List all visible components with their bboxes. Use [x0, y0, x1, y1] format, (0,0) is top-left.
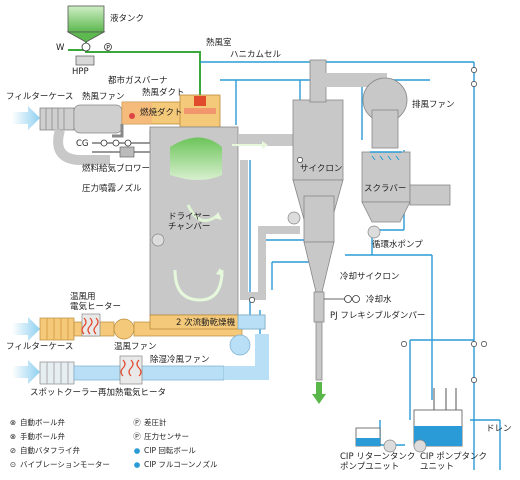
- manual-ball-valve-icon: ⊗: [9, 432, 17, 441]
- label-liquid-tank: 液タンク: [110, 14, 145, 24]
- label-hot-air-fan-top: 熱風ファン: [82, 92, 125, 102]
- label-hot-air-duct: 熱風ダクト: [142, 88, 185, 98]
- label-hot-air-chamber: 熱風室: [206, 38, 232, 48]
- label-dryer-chamber: ドライヤー チャンバー: [168, 212, 211, 232]
- label-cg: CG: [76, 139, 89, 149]
- label-reheat-heater: 再加熱電気ヒータ: [98, 388, 167, 398]
- label-spot-cooler: スポットクーラー: [30, 388, 99, 398]
- label-filter-case-bottom: フィルターケース: [6, 342, 74, 352]
- cooling-cyclone: [303, 195, 335, 381]
- liquid-tank: [66, 5, 106, 50]
- label-scrubber: スクラバー: [364, 184, 407, 194]
- legend-item: ⊙バイブレーションモーター: [9, 460, 110, 469]
- inflow-arrows: [12, 106, 40, 384]
- label-circulation-pump: 循環水ポンプ: [372, 240, 423, 250]
- auto-ball-valve-icon: ⊗: [9, 418, 17, 427]
- exhaust-fan: [362, 77, 408, 149]
- label-w: W: [56, 43, 65, 53]
- label-heater: 温風用 電気ヒーター: [70, 292, 122, 312]
- legend-item: ⊗手動ボール弁: [9, 432, 65, 441]
- cip-rotating-ball-icon: ●: [133, 446, 141, 455]
- secondary-fluid-dryer: [149, 314, 266, 330]
- cip-pump-tank: [413, 388, 463, 453]
- cooling-water-valve: [324, 295, 360, 303]
- label-secondary-dryer: 2 次流動乾燥機: [176, 318, 236, 328]
- scrubber: [361, 151, 451, 239]
- label-filter-case-top: フィルターケース: [6, 92, 74, 102]
- feed-valves: P: [75, 42, 112, 66]
- cool-air-train: [39, 334, 269, 385]
- hpp-pump: [75, 55, 95, 66]
- cip-return-tank: [355, 427, 397, 453]
- label-drain: ドレン: [486, 424, 512, 434]
- label-flexible-damper: PJ フレキシブルダンパー: [330, 311, 426, 321]
- differential-gauge-icon: Ⓟ: [133, 418, 141, 427]
- label-fuel-blower: 燃料給気ブロワー: [82, 164, 151, 174]
- dryer-chamber: [149, 126, 239, 316]
- legend-item: ●CIP フルコーンノズル: [133, 460, 218, 469]
- legend-item: ⊗自動ボール弁: [9, 418, 65, 427]
- vibration-motor-icon: ⊙: [9, 460, 17, 469]
- label-combustion-duct: 燃焼ダクト: [140, 108, 183, 118]
- label-cyclone: サイクロン: [300, 164, 343, 174]
- legend-item: ⊘自動バタフライ弁: [9, 446, 80, 455]
- warm-air-fan: [113, 318, 135, 340]
- top-air-train: [39, 101, 195, 165]
- label-cooling-water: 冷却水: [366, 295, 392, 305]
- hot-air-chamber: [179, 94, 221, 128]
- product-arrow: [312, 382, 326, 404]
- cip-full-cone-nozzle-icon: ●: [133, 460, 141, 469]
- label-cip-return: CIP リターンタンク ポンプユニット: [340, 452, 416, 472]
- label-pressure-nozzle: 圧力噴霧ノズル: [82, 184, 142, 194]
- label-dehumid-fan: 除湿冷風ファン: [150, 355, 210, 365]
- label-city-gas-burner: 都市ガスバーナ: [108, 76, 168, 86]
- cg-blower: [92, 130, 151, 158]
- svg-text:P: P: [106, 45, 110, 52]
- label-cooling-cyclone: 冷却サイクロン: [340, 272, 400, 282]
- label-exhaust-fan: 排風ファン: [412, 100, 455, 110]
- pressure-sensor-icon: Ⓟ: [133, 432, 141, 441]
- label-honeycomb-cell: ハニカムセル: [230, 50, 282, 60]
- dehumid-fan: [229, 334, 251, 356]
- fines-return-duct: [240, 160, 300, 300]
- label-hpp: HPP: [72, 67, 89, 77]
- dryer-vibration-motor: [151, 233, 165, 247]
- label-warm-air-fan: 温風ファン: [114, 342, 157, 352]
- line-valves: [249, 67, 487, 383]
- dryer-to-cyclone-duct: [238, 120, 306, 146]
- circulation-pump: [367, 225, 381, 239]
- legend-item: ●CIP 回転ボール: [133, 446, 196, 455]
- auto-butterfly-valve-icon: ⊘: [9, 446, 17, 455]
- label-cip-pump: CIP ポンプタンク ユニット: [420, 452, 488, 472]
